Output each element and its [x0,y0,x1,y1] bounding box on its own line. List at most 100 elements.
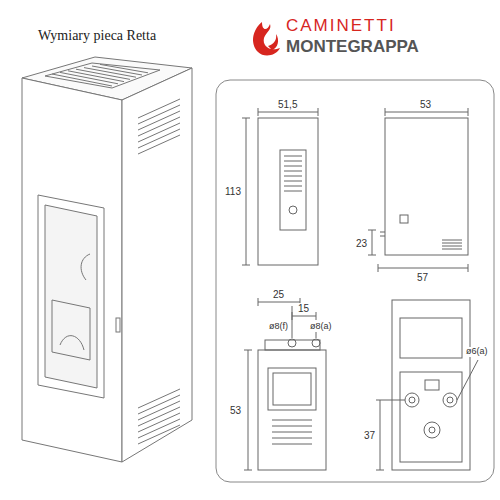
logo-brand: CAMINETTI [286,17,396,36]
stove-perspective-stroke [45,205,97,388]
rear-view-stroke [443,393,457,407]
front-view-stroke-stroke [284,171,302,172]
top-view-stroke [265,340,320,350]
stove-perspective-stroke [45,63,160,88]
side-view-stroke-stroke [442,243,462,244]
side-view-stroke [385,118,468,255]
page-title: Wymiary pieca Retta [38,28,156,43]
stove-perspective-stroke-stroke [138,401,180,420]
side-view-stroke [372,230,373,255]
front-view-stroke [258,112,318,113]
front-view-stroke-stroke [284,156,302,157]
stove-perspective-stroke-stroke [138,419,180,438]
top-view-stroke [258,298,259,306]
top-view-stroke [316,312,317,320]
stove-perspective-stroke-stroke [138,105,180,124]
side-view-stroke [380,232,385,233]
stove-perspective-stroke [22,78,122,462]
stove-perspective-stroke [52,64,148,86]
side-view-stroke-stroke [442,249,462,250]
top-view-stroke-stroke [272,444,312,445]
stove-perspective-stroke-stroke [138,413,180,432]
logo-flame-stroke [253,22,280,55]
dimension: 51,5 [277,99,298,110]
front-view-stroke-stroke [284,181,302,182]
rear-view-stroke [424,422,440,438]
dimension: 53 [419,99,432,110]
side-view-stroke [378,264,379,272]
front-view-stroke-stroke [284,161,302,162]
side-view-stroke-stroke [442,240,462,241]
side-view-stroke [380,236,385,237]
dimension: 113 [224,186,242,197]
top-view-stroke [258,302,300,303]
rear-view-stroke [400,372,462,462]
side-view-stroke [468,264,469,272]
side-view-stroke [368,230,376,231]
dimension: 53 [229,405,242,416]
stove-perspective-stroke-stroke [138,389,180,408]
stove-perspective-stroke-stroke [52,74,112,86]
stove-perspective-stroke-stroke [138,111,180,130]
front-view-stroke [242,265,250,266]
rear-view-stroke [429,427,435,433]
rear-view-stroke [380,400,381,470]
side-view-stroke-stroke [442,246,462,247]
stove-perspective-stroke [60,336,84,350]
rear-view-stroke [376,400,384,401]
front-view-stroke-stroke [284,176,302,177]
stove-perspective-stroke-stroke [60,72,118,83]
logo-brand: MONTEGRAPPA [286,38,419,57]
top-view-stroke [272,420,312,444]
side-view-stroke [378,268,468,269]
dimension: 37 [363,430,376,441]
stove-perspective-stroke-stroke [100,64,148,72]
rear-view-stroke [376,470,384,471]
top-view-stroke [273,373,311,405]
top-view-stroke [288,339,296,347]
top-view-stroke [292,306,293,338]
stove-perspective-stroke-stroke [138,123,180,142]
side-view-stroke [400,215,408,223]
dimension: 57 [416,272,429,283]
top-view-stroke [268,368,316,410]
top-view-stroke [258,350,326,470]
stove-perspective-stroke [81,254,90,280]
stove-perspective-stroke-stroke [138,117,180,136]
rear-view-stroke [447,397,453,403]
front-view-stroke [246,118,247,265]
front-view-stroke [242,118,250,119]
logo-flame [253,22,280,55]
stove-perspective-stroke [138,99,180,444]
rear-view-stroke [409,397,415,403]
rear-view-stroke [425,380,439,390]
stove-perspective-stroke [38,195,104,398]
top-view-stroke [312,339,320,347]
stove-perspective-stroke [52,300,90,360]
front-view-stroke-stroke [284,186,302,187]
rear-view [376,300,478,470]
front-view-stroke [258,118,318,265]
side-view [368,108,468,272]
rear-view-stroke [384,400,405,401]
front-view-stroke [258,108,259,116]
dimension: 23 [355,238,368,249]
views-frame [216,80,494,482]
front-view-stroke [284,156,302,191]
front-view-stroke [289,206,297,214]
logo-flame-stroke [268,34,278,50]
top-view-stroke [244,470,252,471]
top-view-stroke-stroke [272,420,312,421]
side-view-stroke [442,240,462,249]
stove-perspective-stroke-stroke [138,407,180,426]
rear-view-stroke [457,360,478,400]
stove-perspective-stroke-stroke [138,425,180,444]
stove-perspective-stroke-stroke [138,99,180,118]
side-view-stroke [468,108,469,116]
stove-perspective-stroke-stroke [138,129,180,148]
side-view-stroke [385,112,468,113]
pipe-diameter: ø8(a) [309,322,333,332]
stove-perspective-stroke-stroke [138,395,180,414]
front-view-stroke [318,108,319,116]
front-view-stroke [280,150,306,230]
